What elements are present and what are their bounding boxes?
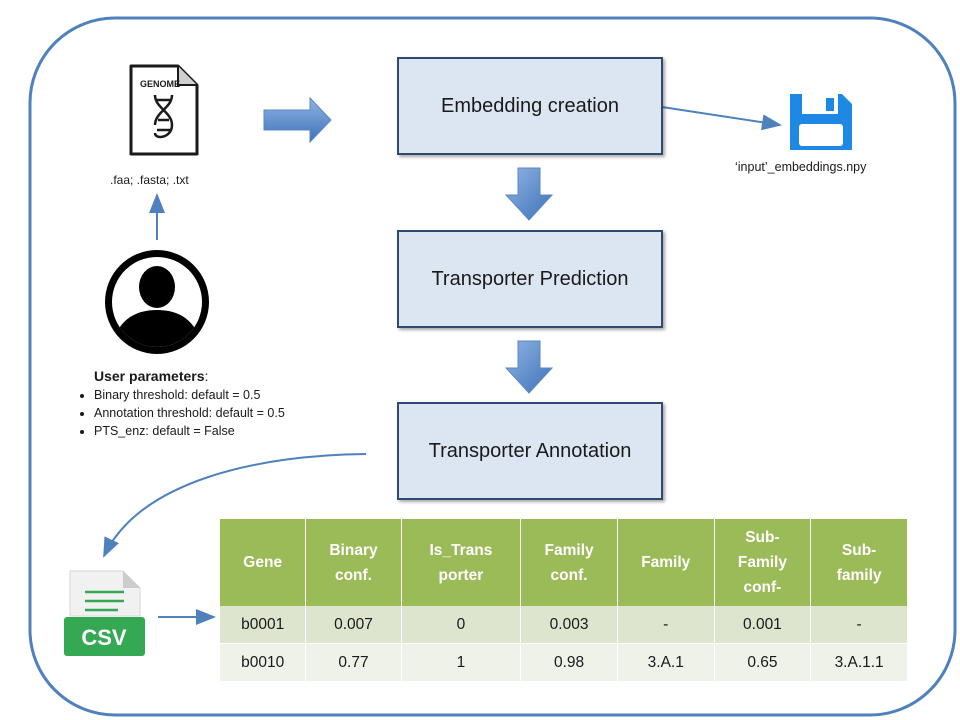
table-header-cell: Family [617, 519, 715, 606]
csv-file-icon: CSV [64, 570, 145, 656]
user-parameters-title-text: User parameters [94, 368, 205, 384]
genome-file-icon: GENOME [129, 64, 199, 156]
table-header-text: conf. [550, 566, 588, 584]
genome-label: GENOME [140, 79, 180, 89]
table-cell: b0010 [220, 643, 307, 681]
table-header-text: Binary [329, 541, 378, 559]
table-header-text: Is_Trans [429, 541, 493, 559]
diagram-frame [28, 16, 957, 717]
transporter-prediction-label: Transporter Prediction [431, 267, 629, 290]
table-header-text: Sub- [745, 529, 780, 546]
table-cell: 0.65 [714, 643, 812, 681]
table-header-cell: Family conf. [520, 519, 618, 606]
table-cell: 0.77 [305, 643, 402, 681]
table-cell: 3.A.1.1 [810, 643, 908, 681]
user-parameters: User parameters: Binary threshold: defau… [76, 368, 285, 441]
user-parameters-title-suffix: : [204, 368, 209, 384]
arrow-icon [263, 96, 332, 144]
arrow-down-1-icon [504, 167, 554, 221]
table-header-text: Sub- [841, 541, 877, 559]
table-cell: 0.007 [305, 606, 402, 644]
table-cell: 0.001 [714, 606, 812, 644]
transporter-annotation-label: Transporter Annotation [428, 439, 632, 462]
table-cell: - [810, 606, 908, 644]
table-cell: 0.003 [520, 606, 618, 644]
table-header-cell: Gene [220, 519, 307, 606]
user-parameters-list: Binary threshold: default = 0.5 Annotati… [76, 387, 285, 439]
table-cell: 0 [401, 606, 522, 644]
table-header-cell: Sub- Family conf- [714, 519, 812, 606]
embedding-to-file-connector [661, 106, 782, 131]
table-cell: 3.A.1 [617, 643, 715, 681]
user-parameters-title: User parameters: [94, 368, 285, 384]
table-header-text: Family [544, 541, 594, 559]
csv-label: CSV [81, 625, 127, 650]
table-cell: 0.98 [520, 643, 618, 681]
parameter-item: Annotation threshold: default = 0.5 [94, 405, 285, 421]
table-header-text: conf. [334, 566, 372, 584]
save-disk-icon [790, 94, 852, 150]
table-header-text: Family [641, 554, 691, 571]
transporter-annotation-box: Transporter Annotation [397, 402, 663, 500]
annotation-to-csv-connector [103, 453, 367, 558]
table-header-cell: Binary conf. [305, 519, 402, 606]
embeddings-file-label: ‘input’_embeddings.npy [735, 160, 867, 174]
table-header-text: conf- [743, 579, 782, 596]
embedding-creation-label: Embedding creation [441, 94, 619, 117]
user-icon [105, 250, 209, 354]
arrow-down-2-icon [504, 340, 554, 394]
table-header-text: Gene [243, 554, 283, 571]
dna-icon [153, 94, 174, 139]
transporter-prediction-box: Transporter Prediction [397, 230, 663, 328]
table-header-cell: Sub-family [810, 519, 908, 606]
parameter-item: PTS_enz: default = False [94, 423, 285, 439]
parameter-item: Binary threshold: default = 0.5 [94, 387, 285, 403]
table-header-text: Family [737, 554, 787, 571]
table-cell: - [617, 606, 715, 644]
table-cell: b0001 [220, 606, 307, 644]
table-header-text: family [836, 566, 882, 584]
table-cell: 1 [401, 643, 522, 681]
table-header-text: porter [438, 566, 484, 584]
input-formats-label: .faa; .fasta; .txt [110, 173, 189, 187]
embedding-creation-box: Embedding creation [397, 57, 663, 155]
